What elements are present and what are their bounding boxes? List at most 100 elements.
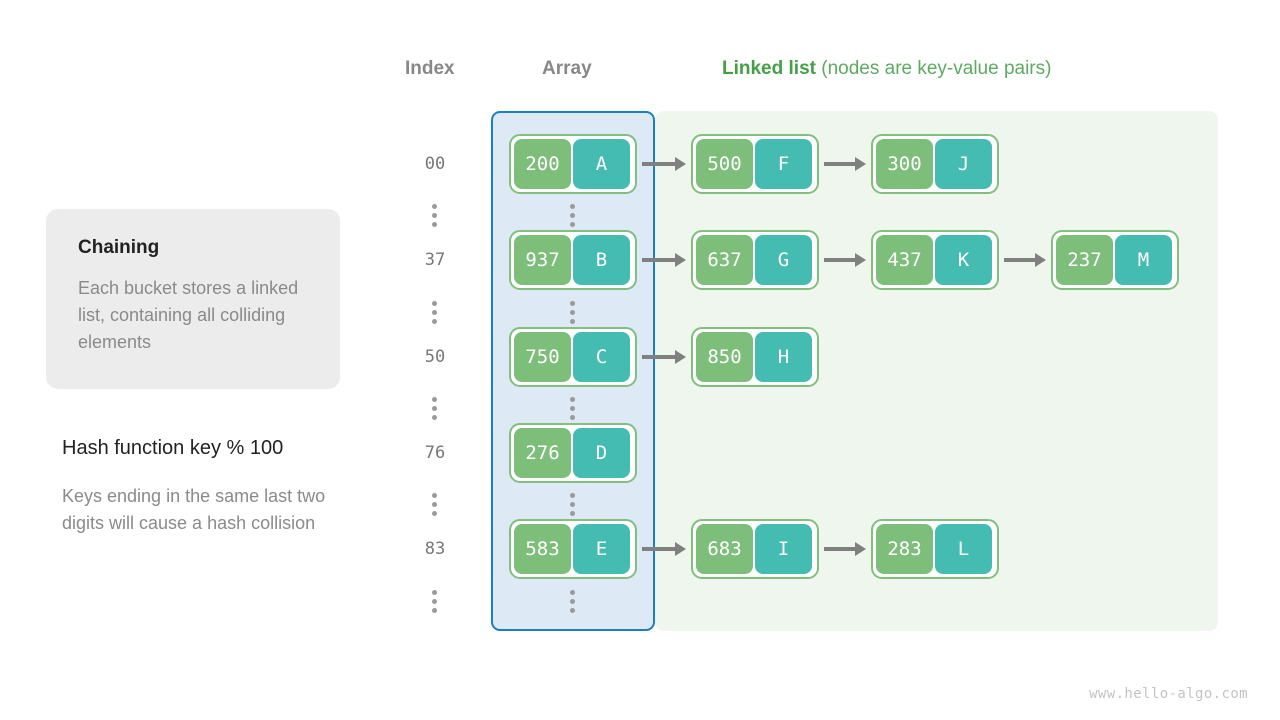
- pointer-arrow-icon: [642, 253, 686, 267]
- arrow-head: [855, 542, 866, 556]
- array-ellipsis: [570, 493, 576, 516]
- node-key: 437: [876, 235, 933, 285]
- ellipsis-dot: [432, 319, 437, 324]
- pointer-arrow-icon: [642, 350, 686, 364]
- ellipsis-dot: [570, 511, 575, 516]
- node-key: 276: [514, 428, 571, 478]
- arrow-shaft: [824, 162, 857, 166]
- ellipsis-dot: [432, 213, 437, 218]
- node-key: 683: [696, 524, 753, 574]
- chaining-info-body: Each bucket stores a linked list, contai…: [78, 278, 299, 352]
- array-ellipsis: [570, 590, 576, 613]
- ellipsis-dot: [432, 599, 437, 604]
- ellipsis-dot: [570, 222, 575, 227]
- node-value: F: [755, 139, 812, 189]
- index-label: 76: [424, 443, 446, 463]
- index-ellipsis: [432, 204, 438, 227]
- arrow-head: [855, 157, 866, 171]
- ellipsis-dot: [432, 406, 437, 411]
- pointer-arrow-icon: [642, 542, 686, 556]
- ellipsis-dot: [570, 590, 575, 595]
- index-label: 00: [424, 154, 446, 174]
- arrow-head: [675, 157, 686, 171]
- node-key: 850: [696, 332, 753, 382]
- arrow-shaft: [824, 547, 857, 551]
- node-value: A: [573, 139, 630, 189]
- node-key: 637: [696, 235, 753, 285]
- pointer-arrow-icon: [824, 157, 866, 171]
- column-header-array: Array: [542, 58, 592, 79]
- index-ellipsis: [432, 397, 438, 420]
- ellipsis-dot: [432, 397, 437, 402]
- arrow-shaft: [1004, 258, 1037, 262]
- index-label: 83: [424, 539, 446, 559]
- node-value: L: [935, 524, 992, 574]
- ellipsis-dot: [570, 599, 575, 604]
- arrow-shaft: [824, 258, 857, 262]
- node-value: D: [573, 428, 630, 478]
- array-ellipsis: [570, 204, 576, 227]
- ellipsis-dot: [570, 213, 575, 218]
- ellipsis-dot: [570, 310, 575, 315]
- node-value: I: [755, 524, 812, 574]
- node-value: E: [573, 524, 630, 574]
- index-ellipsis: [432, 590, 438, 613]
- array-ellipsis: [570, 301, 576, 324]
- arrow-head: [1035, 253, 1046, 267]
- ellipsis-dot: [570, 319, 575, 324]
- node-key: 583: [514, 524, 571, 574]
- arrow-shaft: [642, 258, 677, 262]
- node-value: H: [755, 332, 812, 382]
- arrow-head: [675, 253, 686, 267]
- node-key: 937: [514, 235, 571, 285]
- ellipsis-dot: [432, 204, 437, 209]
- ellipsis-dot: [570, 406, 575, 411]
- ellipsis-dot: [432, 493, 437, 498]
- column-header-linked-list: Linked list (nodes are key-value pairs): [722, 58, 1051, 80]
- node-key: 500: [696, 139, 753, 189]
- pointer-arrow-icon: [642, 157, 686, 171]
- node-key: 283: [876, 524, 933, 574]
- watermark: www.hello-algo.com: [1089, 686, 1248, 702]
- ellipsis-dot: [570, 204, 575, 209]
- column-header-index: Index: [405, 58, 455, 79]
- node-value: C: [573, 332, 630, 382]
- ellipsis-dot: [432, 511, 437, 516]
- node-value: G: [755, 235, 812, 285]
- ellipsis-dot: [570, 415, 575, 420]
- ellipsis-dot: [432, 608, 437, 613]
- ellipsis-dot: [570, 397, 575, 402]
- ellipsis-dot: [432, 502, 437, 507]
- arrow-head: [675, 542, 686, 556]
- index-label: 37: [424, 250, 446, 270]
- node-key: 200: [514, 139, 571, 189]
- index-label: 50: [424, 347, 446, 367]
- arrow-shaft: [642, 547, 677, 551]
- pointer-arrow-icon: [824, 542, 866, 556]
- node-value: K: [935, 235, 992, 285]
- hash-function-title: Hash function key % 100: [62, 437, 284, 459]
- arrow-head: [855, 253, 866, 267]
- ellipsis-dot: [570, 301, 575, 306]
- ellipsis-dot: [570, 608, 575, 613]
- arrow-head: [675, 350, 686, 364]
- ellipsis-dot: [432, 310, 437, 315]
- arrow-shaft: [642, 355, 677, 359]
- ellipsis-dot: [432, 222, 437, 227]
- pointer-arrow-icon: [1004, 253, 1046, 267]
- pointer-arrow-icon: [824, 253, 866, 267]
- node-key: 237: [1056, 235, 1113, 285]
- index-ellipsis: [432, 493, 438, 516]
- ellipsis-dot: [432, 590, 437, 595]
- hash-function-body: Keys ending in the same last two digits …: [62, 486, 326, 533]
- linked-list-sublabel: (nodes are key-value pairs): [815, 58, 1052, 79]
